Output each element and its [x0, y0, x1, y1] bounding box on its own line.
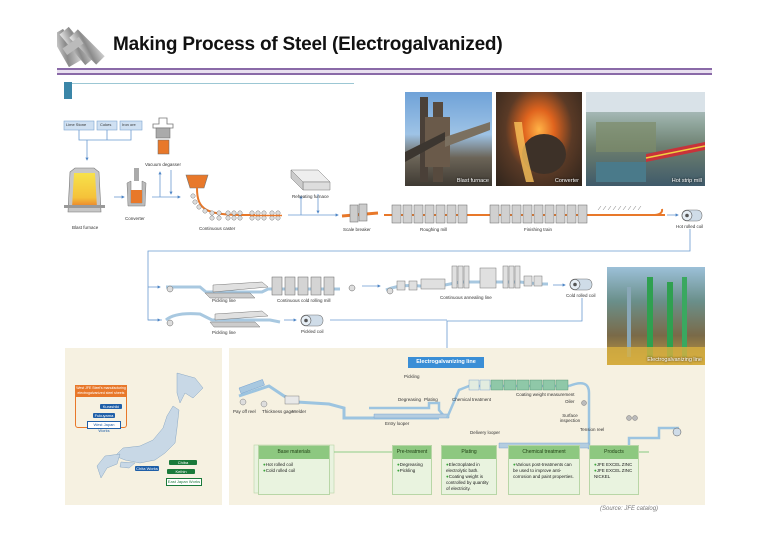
stage-base-materials: Base materials ●Hot rolled coil ●Cold ro… [258, 445, 330, 495]
hot-rolled-coil-icon [681, 209, 703, 222]
label-hot-rolled-coil: Hot rolled coil [676, 224, 704, 229]
stage-item: Various post-treatments can be used to i… [513, 462, 574, 479]
label-entry-looper: Entry looper [385, 421, 410, 426]
photo-caption: Hot strip mill [671, 178, 702, 184]
section-marker [64, 82, 72, 99]
stage-item: Cold rolled coil [265, 468, 296, 473]
label-coating-weight-measurement: Coating weight measurement [516, 392, 575, 397]
stage-plating: Plating ●Electroplated in electrolytic b… [441, 445, 497, 495]
stage-item: Degreasing [399, 462, 423, 467]
source-citation: (Source: JFE catalog) [600, 506, 659, 512]
label-welder: Welder [292, 409, 307, 414]
label-pay-off-reel: Pay off reel [233, 409, 256, 414]
label-cold-rolled-coil: Cold rolled coil [566, 293, 596, 298]
title-divider-gap [57, 70, 712, 73]
electrogalvanizing-line-photo: Electrogalvanizing line [607, 267, 705, 365]
continuous-annealing-line-icon [385, 265, 548, 295]
label-pickled-coil: Pickled coil [301, 329, 324, 334]
stage-item: Coating weight is controlled by quantity… [446, 474, 489, 491]
map-callout-header: West JFE Steel's manufacturing electroga… [75, 385, 127, 397]
label-finishing-train: Finishing train [524, 227, 553, 232]
vacuum-degasser-icon [152, 117, 174, 155]
japan-map-panel: West JFE Steel's manufacturing electroga… [65, 348, 222, 505]
steel-pipes-icon [50, 24, 115, 70]
pickled-coil-icon [300, 314, 324, 327]
label-delivery-looper: Delivery looper [470, 430, 501, 435]
cold-rolled-coil-icon [569, 278, 593, 291]
raw-material-iron-ore: Iron ore [122, 122, 136, 127]
hot-strip-mill-photo: Hot strip mill [586, 92, 705, 186]
label-continuous-annealing-line: Continuous annealing line [440, 295, 492, 300]
raw-material-lime-stone: Lime Stone [66, 122, 87, 127]
stage-header: Products [590, 446, 638, 459]
works-tag-kurashiki: Kurashiki [100, 404, 122, 409]
reheating-furnace-icon [290, 169, 331, 191]
slide-title: Making Process of Steel (Electrogalvaniz… [113, 34, 503, 55]
label-chemical-treatment: Chemical treatment [452, 397, 492, 402]
section-line [72, 83, 354, 84]
stage-header: Plating [442, 446, 496, 459]
stage-header: Chemical treatment [509, 446, 579, 459]
label-scale-breaker: Scale breaker [343, 227, 371, 232]
stage-products: Products ●JFE EXCEL ZINC ●JFE EXCEL ZINC… [589, 445, 639, 495]
cold-rolling-mill-icon [271, 276, 356, 296]
label-surface-inspection: Surface inspection [559, 413, 581, 423]
raw-material-cokes: Cokes [100, 122, 112, 127]
stage-item: Electroplated in electrolytic bath. [446, 462, 480, 473]
works-tag-keihin: Keihin [167, 469, 195, 474]
label-pickling-line: Pickling line [212, 298, 236, 303]
label-thickness-gage: Thickness gage [262, 409, 294, 414]
stage-chemical-treatment: Chemical treatment ●Various post-treatme… [508, 445, 580, 495]
photo-caption: Electrogalvanizing line [647, 357, 702, 363]
photo-caption: Blast furnace [456, 178, 489, 184]
works-tag-chita: Chita Works [135, 466, 159, 471]
label-continuous-caster: Continuous caster [199, 226, 236, 231]
label-reheating-furnace: Reheating furnace [292, 194, 329, 199]
stage-header: Pre-treatment [393, 446, 431, 459]
stage-item: Hot rolled coil [265, 462, 293, 467]
label-blast-furnace: Blast furnace [72, 225, 99, 230]
label-plating: Plating [424, 397, 438, 402]
continuous-caster-icon [185, 174, 282, 221]
works-tag-fukuyama: Fukuyama [93, 413, 115, 418]
title-divider [57, 68, 712, 70]
works-tag-chiba: Chiba [169, 460, 197, 465]
label-continuous-cold-rolling-mill: Continuous cold rolling mill [277, 298, 331, 303]
stage-item: Pickling [399, 468, 416, 473]
raw-material-boxes [63, 120, 143, 160]
stage-header: Base materials [259, 446, 329, 459]
converter-photo: Converter [496, 92, 582, 186]
works-tag-east-japan: East Japan Works [166, 478, 202, 486]
label-converter: Converter [125, 216, 145, 221]
title-divider-lower [57, 73, 712, 75]
label-pickling: Pickling [404, 374, 420, 379]
stage-item: JFE EXCEL ZINC NICKEL [594, 468, 633, 479]
label-roughing-mill: Roughing mill [420, 227, 448, 232]
label-oiler: Oiler [565, 399, 575, 404]
converter-icon [126, 168, 147, 207]
label-degreasing: Degreasing [398, 397, 422, 402]
label-pickling-line-2: Pickling line [212, 330, 236, 335]
photo-caption: Converter [554, 178, 579, 184]
scale-breaker-icon [341, 203, 379, 223]
blast-furnace-icon [64, 167, 105, 213]
stage-pre-treatment: Pre-treatment ●Degreasing ●Pickling [392, 445, 432, 495]
rolling-mill-stands [384, 204, 665, 224]
pickling-line-2-icon [165, 310, 281, 328]
blast-furnace-photo: Blast furnace [405, 92, 492, 186]
works-tag-west-japan: West Japan Works [87, 421, 121, 433]
japan-map-icon [96, 372, 204, 479]
label-tension-reel: Tension reel [580, 427, 605, 432]
stage-item: JFE EXCEL ZINC [596, 462, 633, 467]
label-vacuum-degasser: Vacuum degasser [145, 162, 181, 167]
electrogalvanizing-line-title: Electrogalvanizing line [408, 357, 484, 368]
